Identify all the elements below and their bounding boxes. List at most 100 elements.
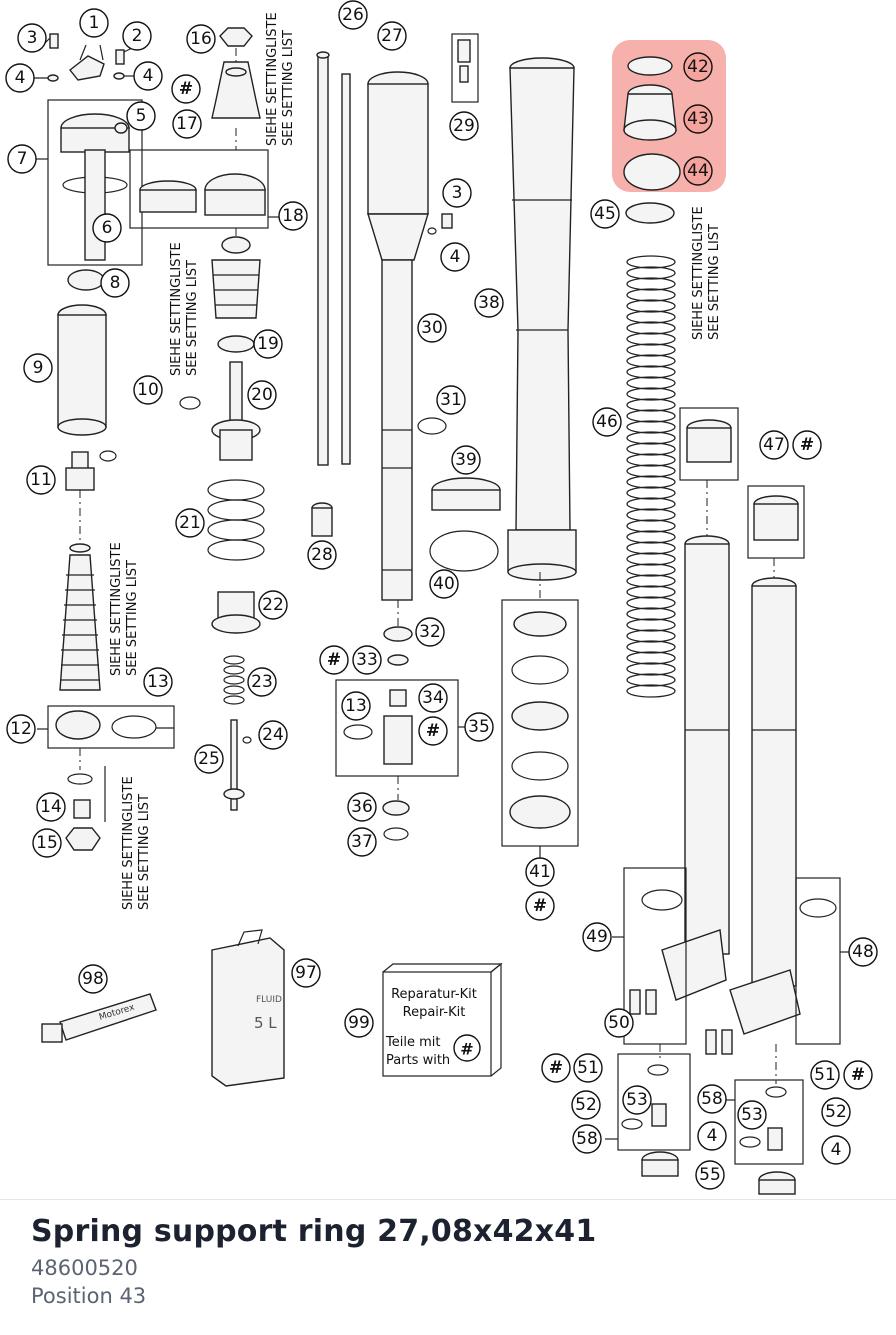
part-cap-39[interactable] xyxy=(431,477,501,511)
callout-17[interactable]: 17 xyxy=(172,109,202,139)
part-oring-10b[interactable] xyxy=(99,450,117,462)
callout-52b[interactable]: 52 xyxy=(821,1097,851,1127)
callout-4b[interactable]: 4 xyxy=(133,61,163,91)
callout-45[interactable]: 45 xyxy=(590,199,620,229)
callout-24[interactable]: 24 xyxy=(258,720,288,750)
part-oring-31[interactable] xyxy=(417,417,447,435)
callout-23[interactable]: 23 xyxy=(247,667,277,697)
callout-36[interactable]: 36 xyxy=(347,792,377,822)
part-small-screws[interactable] xyxy=(47,33,125,82)
callout-10[interactable]: 10 xyxy=(133,375,163,405)
callout-2[interactable]: 2 xyxy=(122,21,152,51)
callout-49[interactable]: 49 xyxy=(582,922,612,952)
part-ring-45[interactable] xyxy=(625,202,675,224)
callout-14[interactable]: 14 xyxy=(36,792,66,822)
callout-4c[interactable]: 4 xyxy=(440,242,470,272)
callout-4[interactable]: 4 xyxy=(5,63,35,93)
part-nut-28[interactable] xyxy=(311,502,333,537)
callout-1[interactable]: 1 xyxy=(79,8,109,38)
callout-4e[interactable]: 4 xyxy=(821,1135,851,1165)
callout-47[interactable]: 47 xyxy=(759,430,789,460)
part-spring-14[interactable] xyxy=(73,799,91,819)
part-valve-12[interactable] xyxy=(47,705,175,749)
callout-34[interactable]: 34 xyxy=(418,683,448,713)
part-rod-27[interactable] xyxy=(341,73,351,465)
callout-31[interactable]: 31 xyxy=(436,385,466,415)
callout-9[interactable]: 9 xyxy=(23,353,53,383)
callout-21[interactable]: 21 xyxy=(175,508,205,538)
callout-18[interactable]: 18 xyxy=(278,201,308,231)
callout-55[interactable]: 55 xyxy=(695,1160,725,1190)
part-box-47b[interactable] xyxy=(747,485,805,559)
callout-5[interactable]: 5 xyxy=(126,101,156,131)
callout-58[interactable]: 58 xyxy=(572,1124,602,1154)
part-ring-19[interactable] xyxy=(217,335,255,353)
callout-12[interactable]: 12 xyxy=(6,714,36,744)
callout-16[interactable]: 16 xyxy=(186,24,216,54)
part-inner-tube-48[interactable] xyxy=(729,577,801,1035)
part-cup-22[interactable] xyxy=(211,591,261,634)
part-box-49[interactable] xyxy=(623,867,687,1045)
callout-58b[interactable]: 58 xyxy=(697,1084,727,1114)
callout-97[interactable]: 97 xyxy=(291,958,321,988)
part-box-41[interactable] xyxy=(501,599,579,847)
callout-46[interactable]: 46 xyxy=(592,407,622,437)
callout-3b[interactable]: 3 xyxy=(442,178,472,208)
part-ring-32[interactable] xyxy=(383,626,413,642)
callout-98[interactable]: 98 xyxy=(78,964,108,994)
callout-27[interactable]: 27 xyxy=(377,21,407,51)
callout-7[interactable]: 7 xyxy=(7,144,37,174)
callout-52[interactable]: 52 xyxy=(571,1090,601,1120)
callout-29[interactable]: 29 xyxy=(449,111,479,141)
part-tube-38[interactable] xyxy=(507,57,577,581)
callout-28[interactable]: 28 xyxy=(307,540,337,570)
part-box-48[interactable] xyxy=(795,877,841,1045)
callout-44[interactable]: 44 xyxy=(683,156,713,186)
part-spring-support-ring-43[interactable] xyxy=(623,84,677,141)
callout-35[interactable]: 35 xyxy=(464,712,494,742)
part-outer-tube-30[interactable] xyxy=(367,71,429,601)
callout-25[interactable]: 25 xyxy=(194,744,224,774)
callout-26[interactable]: 26 xyxy=(338,0,368,30)
callout-6[interactable]: 6 xyxy=(92,213,122,243)
callout-37[interactable]: 37 xyxy=(347,827,377,857)
part-plug-55[interactable] xyxy=(641,1151,796,1195)
part-screw-3-right[interactable] xyxy=(427,213,453,235)
part-tube-9[interactable] xyxy=(57,304,107,436)
callout-41[interactable]: 41 xyxy=(525,857,555,887)
callout-4d[interactable]: 4 xyxy=(697,1121,727,1151)
callout-19[interactable]: 19 xyxy=(253,329,283,359)
part-oring-40[interactable] xyxy=(429,530,499,572)
callout-39[interactable]: 39 xyxy=(451,445,481,475)
part-nut-11[interactable] xyxy=(65,451,95,491)
part-oring-49[interactable] xyxy=(641,889,683,911)
part-oring-10[interactable] xyxy=(179,396,201,410)
part-oil-can-97[interactable]: FLUID 5 L xyxy=(211,929,285,1087)
callout-40[interactable]: 40 xyxy=(429,569,459,599)
callout-8[interactable]: 8 xyxy=(100,268,130,298)
part-box-35[interactable] xyxy=(335,679,459,777)
part-piston-17a[interactable] xyxy=(211,61,261,119)
callout-48[interactable]: 48 xyxy=(848,937,878,967)
part-ring-8[interactable] xyxy=(67,269,105,291)
callout-11[interactable]: 11 xyxy=(26,465,56,495)
repair-kit-box[interactable]: Reparatur-Kit Repair-Kit Teile mit Parts… xyxy=(382,962,503,1077)
callout-22[interactable]: 22 xyxy=(258,590,288,620)
callout-43[interactable]: 43 xyxy=(683,104,713,134)
part-bellow-spring-left[interactable] xyxy=(59,543,101,691)
part-ring-44[interactable] xyxy=(623,153,681,191)
callout-99[interactable]: 99 xyxy=(344,1008,374,1038)
part-box-58-left[interactable] xyxy=(617,1053,691,1151)
part-valve-29[interactable] xyxy=(451,33,479,103)
callout-42[interactable]: 42 xyxy=(683,52,713,82)
part-shaft-20[interactable] xyxy=(211,361,261,461)
part-nut-15[interactable] xyxy=(65,827,101,851)
part-box-58-right[interactable] xyxy=(734,1079,804,1165)
part-rod-26[interactable] xyxy=(316,51,330,466)
callout-32[interactable]: 32 xyxy=(415,617,445,647)
part-box-47a[interactable] xyxy=(679,407,739,481)
callout-50[interactable]: 50 xyxy=(604,1008,634,1038)
callout-3[interactable]: 3 xyxy=(17,23,47,53)
callout-13[interactable]: 13 xyxy=(143,667,173,697)
part-rod-25[interactable] xyxy=(223,719,245,811)
